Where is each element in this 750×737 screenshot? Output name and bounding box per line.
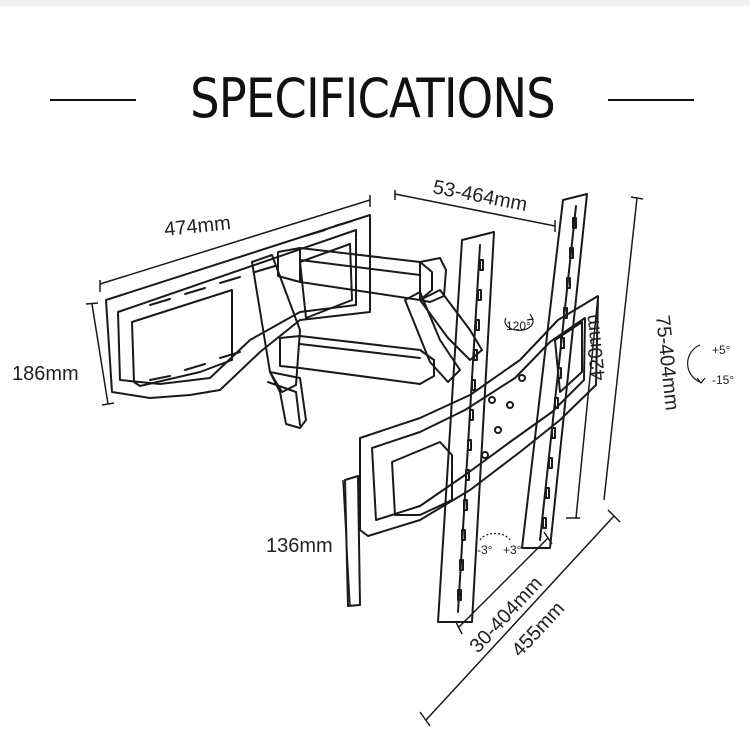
dim-line-bracket-height xyxy=(342,479,351,607)
title-rule-right xyxy=(608,99,694,101)
page-title: SPECIFICATIONS xyxy=(190,67,556,130)
label-tilt-up: +5° xyxy=(712,343,731,357)
dim-line-vesa-horizontal xyxy=(603,197,638,501)
vertical-rail-left xyxy=(437,231,495,623)
dim-tick-height-b xyxy=(101,402,115,406)
dim-line-arm-extension xyxy=(394,193,556,227)
label-bracket-height: 136mm xyxy=(266,535,333,557)
dim-tick-75-404-a xyxy=(630,196,644,200)
title-rule-left xyxy=(50,99,136,101)
title-row: SPECIFICATIONS xyxy=(0,62,750,136)
dim-tick-455-b xyxy=(607,509,621,523)
label-rotate-left: -3° xyxy=(477,543,493,557)
lower-arm xyxy=(279,291,461,385)
dim-line-wall-plate-width xyxy=(99,199,371,285)
wall-plate xyxy=(105,214,371,399)
dim-line-wall-plate-height xyxy=(91,303,109,405)
dim-tick-30-404-a xyxy=(455,621,463,635)
top-border xyxy=(0,0,750,6)
front-arm xyxy=(419,289,483,361)
tilt-arrow-icon xyxy=(687,344,706,384)
dim-line-overall-width xyxy=(425,515,615,721)
label-tilt-down: -15° xyxy=(712,373,734,387)
label-swivel: 120° xyxy=(506,319,531,333)
label-vesa-vertical: 420mm xyxy=(581,313,610,382)
dim-tick-30-404-b xyxy=(543,531,553,545)
label-vesa-horizontal-range: 75-404mm xyxy=(651,314,683,411)
label-arm-extension: 53-464mm xyxy=(431,176,529,216)
vertical-rail-right xyxy=(521,193,588,549)
wall-bracket-column xyxy=(251,254,307,429)
dim-line-vesa-vertical xyxy=(575,295,599,519)
dim-line-vesa-range xyxy=(457,537,549,629)
label-rotate-right: +3° xyxy=(503,543,522,557)
label-wall-plate-height: 186mm xyxy=(12,363,79,385)
tv-plate-bottom-bracket xyxy=(344,475,361,607)
rotate-arrow-icon xyxy=(479,532,511,541)
dim-tick-455-a xyxy=(419,711,431,727)
dim-tick-height-a xyxy=(85,302,99,305)
swivel-arrow-icon xyxy=(504,313,534,331)
label-wall-plate-width: 474mm xyxy=(163,212,232,241)
